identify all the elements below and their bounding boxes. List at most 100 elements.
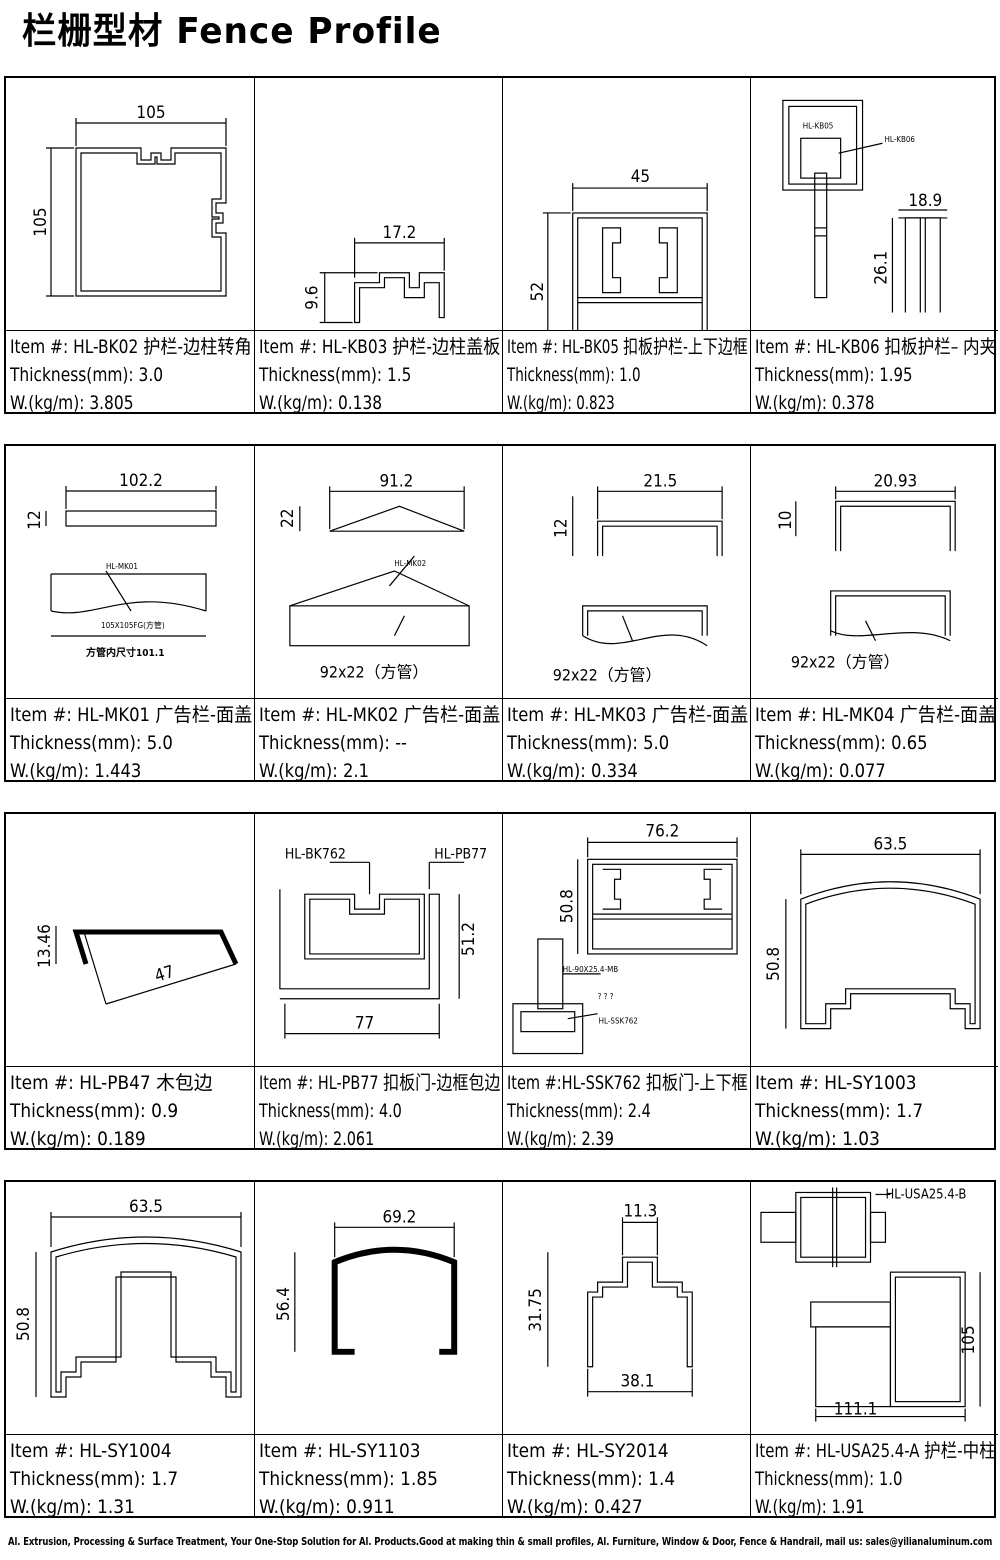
tag-tube-inner: 方管内尺寸101.1 — [86, 646, 164, 659]
dim-height: 50.8 — [14, 1307, 34, 1341]
item-label: Item #: — [259, 1440, 323, 1462]
dim-top: 11.3 — [623, 1200, 657, 1220]
profile-drawing-pb77: HL-BK762 HL-PB77 51.2 77 — [279, 846, 487, 1039]
thickness-value: 1.4 — [648, 1468, 676, 1490]
profile-drawing-bk05: 45 52 — [527, 166, 708, 330]
weight-label: W.(kg/m): — [755, 1496, 827, 1518]
weight-value: 1.443 — [94, 760, 142, 782]
thickness-label: Thickness(mm): — [10, 1468, 146, 1490]
thickness-label: Thickness(mm): — [755, 1100, 891, 1122]
dim-bottom: 38.1 — [621, 1371, 655, 1391]
dim-width: 77 — [355, 1013, 374, 1033]
profile-drawing-sy2014: 11.3 31.75 38.1 — [525, 1200, 693, 1397]
dim-height: 56.4 — [273, 1287, 293, 1321]
weight-label: W.(kg/m): — [10, 760, 90, 782]
item-label: Item #: — [507, 336, 558, 358]
dim-height: 105 — [31, 207, 51, 236]
thickness-label: Thickness(mm): — [507, 364, 615, 386]
item-label: Item #: — [755, 1440, 812, 1462]
dim-width: 102.2 — [119, 471, 163, 491]
thickness-label: Thickness(mm): — [259, 1100, 375, 1122]
weight-label: W.(kg/m): — [259, 1128, 329, 1150]
item-value: HL-SY1004 — [79, 1440, 172, 1462]
tag-bk762: HL-BK762 — [285, 846, 346, 862]
dim-width: 105 — [136, 103, 165, 123]
dim-width: 111.1 — [834, 1399, 878, 1419]
dim-height: 22 — [277, 509, 297, 528]
dim-height: 26.1 — [870, 251, 890, 285]
weight-label: W.(kg/m): — [755, 392, 827, 414]
thickness-value: 4.0 — [378, 1100, 402, 1122]
weight-value: 0.823 — [576, 392, 615, 414]
thickness-label: Thickness(mm): — [259, 732, 390, 754]
profile-info-usa254a: Item #: HL-USA25.4-A 护栏-中柱 Thickness(mm)… — [751, 1434, 998, 1520]
weight-label: W.(kg/m): — [10, 392, 85, 414]
item-value: HL-MK02 广告栏-面盖 — [325, 704, 501, 726]
profile-card-pb77: HL-BK762 HL-PB77 51.2 77 Item #: HL-PB77… — [254, 814, 502, 1150]
thickness-value: 0.65 — [891, 732, 928, 754]
item-label: Item #: — [259, 336, 317, 358]
thickness-label: Thickness(mm): — [259, 364, 383, 386]
item-value: HL-SY1103 — [328, 1440, 421, 1462]
thickness-value: 1.85 — [400, 1468, 438, 1490]
thickness-value: 3.0 — [138, 364, 164, 386]
weight-label: W.(kg/m): — [755, 1128, 837, 1150]
weight-value: 0.378 — [831, 392, 875, 414]
profile-info-sy1004: Item #: HL-SY1004 Thickness(mm): 1.7 W.(… — [6, 1434, 254, 1520]
item-label: Item #: — [10, 1440, 74, 1462]
dim-width: 91.2 — [379, 470, 413, 490]
item-value: HL-SY2014 — [576, 1440, 669, 1462]
item-value: HL-MK01 广告栏-面盖 — [77, 704, 253, 726]
profile-card-usa254a: HL-USA25.4-B 105 111.1 Item #: HL-USA25.… — [750, 1182, 998, 1518]
tag-kb05: HL-KB05 — [803, 121, 834, 130]
thickness-value: 0.9 — [151, 1100, 179, 1122]
profile-row-2: 102.2 12 HL-MK01 105X105FG(方管) 方管内尺寸101.… — [4, 444, 998, 784]
tag-mk02: HL-MK02 — [394, 559, 426, 568]
tag-kb06: HL-KB06 — [884, 135, 915, 144]
weight-value: 0.427 — [594, 1496, 643, 1518]
profile-info-pb77: Item #: HL-PB77 扣板门-边框包边 Thickness(mm): … — [255, 1066, 502, 1152]
weight-label: W.(kg/m): — [507, 1128, 577, 1150]
dim-height: 50.8 — [763, 947, 783, 981]
item-value: HL-KB06 扣板护栏– 内夹 — [816, 336, 997, 358]
item-label: Item #: — [10, 704, 72, 726]
thickness-label: Thickness(mm): — [507, 732, 638, 754]
profile-drawing-sy1103: 69.2 56.4 — [273, 1206, 458, 1355]
dim-height: 31.75 — [525, 1288, 545, 1332]
item-value: HL-MK03 广告栏-面盖 — [573, 704, 749, 726]
profile-card-sy1003: 63.5 50.8 Item #: HL-SY1003 Thickness(mm… — [750, 814, 998, 1150]
profile-drawing-kb03: 17.2 9.6 — [302, 222, 445, 324]
dim-height: 12 — [25, 510, 45, 529]
profile-info-sy1103: Item #: HL-SY1103 Thickness(mm): 1.85 W.… — [255, 1434, 502, 1520]
dim-height: 105 — [958, 1325, 978, 1354]
thickness-label: Thickness(mm): — [10, 1100, 146, 1122]
thickness-value: 5.0 — [643, 732, 670, 754]
profile-card-bk05: 45 52 Item #: HL-BK05 扣板护栏-上下边框 Thicknes… — [502, 78, 750, 414]
profile-info-mk01: Item #: HL-MK01 广告栏-面盖 Thickness(mm): 5.… — [6, 698, 254, 784]
thickness-label: Thickness(mm): — [755, 732, 886, 754]
thickness-value: 1.95 — [879, 364, 913, 386]
profile-card-ssk762: HL-90X25.4-MB ? ? ? HL-SSK762 76.2 50.8 … — [502, 814, 750, 1150]
weight-label: W.(kg/m): — [755, 760, 834, 782]
profile-drawing-mk01: 102.2 12 HL-MK01 105X105FG(方管) 方管内尺寸101.… — [25, 471, 217, 659]
profile-drawing-pb47: 13.46 47 — [35, 924, 239, 1005]
item-label: Item #: — [259, 704, 321, 726]
item-value: HL-PB77 扣板门-边框包边 — [317, 1072, 501, 1094]
weight-label: W.(kg/m): — [507, 392, 572, 414]
dim-height: 12 — [551, 518, 571, 537]
profile-info-bk02: Item #: HL-BK02 护栏-边柱转角 Thickness(mm): 3… — [6, 330, 254, 416]
profile-info-sy1003: Item #: HL-SY1003 Thickness(mm): 1.7 W.(… — [751, 1066, 998, 1152]
profile-info-kb03: Item #: HL-KB03 护栏-边柱盖板 Thickness(mm): 1… — [255, 330, 502, 416]
profile-row-3: 13.46 47 Item #: HL-PB47 木包边 Thickness(m… — [4, 812, 998, 1150]
profile-drawing-usa254a: HL-USA25.4-B 105 111.1 — [760, 1187, 981, 1422]
thickness-value: 1.7 — [151, 1468, 179, 1490]
weight-value: 1.91 — [831, 1496, 865, 1518]
item-value: HL-SY1003 — [824, 1072, 917, 1094]
tag-usa254b: HL-USA25.4-B — [885, 1187, 966, 1202]
thickness-value: 5.0 — [146, 732, 173, 754]
profile-card-sy2014: 11.3 31.75 38.1 Item #: HL-SY2014 Thickn… — [502, 1182, 750, 1518]
item-value: HL-KB03 护栏-边柱盖板 — [321, 336, 501, 358]
thickness-label: Thickness(mm): — [259, 1468, 395, 1490]
thickness-label: Thickness(mm): — [10, 732, 142, 754]
weight-value: 2.1 — [343, 760, 370, 782]
